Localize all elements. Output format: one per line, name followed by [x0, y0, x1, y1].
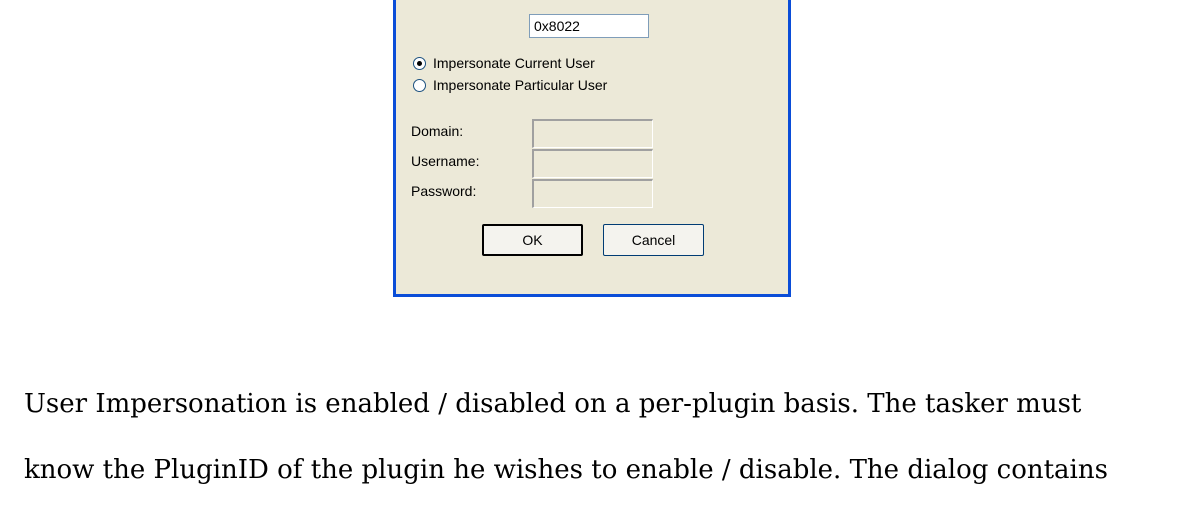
impersonation-dialog: Impersonate Current User Impersonate Par… [393, 0, 791, 297]
domain-label: Domain: [411, 123, 464, 139]
password-field[interactable] [532, 179, 653, 208]
radio-label-particular-user: Impersonate Particular User [433, 77, 608, 93]
description-paragraph: User Impersonation is enabled / disabled… [24, 355, 1184, 520]
radio-current-user[interactable] [413, 56, 426, 70]
ok-button[interactable]: OK [482, 224, 583, 256]
cancel-button[interactable]: Cancel [603, 224, 704, 256]
plugin-id-input[interactable] [529, 14, 649, 38]
impersonate-particular-user-option[interactable]: Impersonate Particular User [413, 76, 607, 94]
radio-label-current-user: Impersonate Current User [433, 55, 595, 71]
domain-field[interactable] [532, 119, 653, 148]
username-field[interactable] [532, 149, 653, 178]
password-label: Password: [411, 183, 477, 199]
paragraph-line: User Impersonation is enabled / disabled… [24, 389, 1082, 419]
impersonate-current-user-option[interactable]: Impersonate Current User [413, 54, 595, 72]
username-label: Username: [411, 153, 480, 169]
radio-particular-user[interactable] [413, 78, 426, 92]
paragraph-line: know the PluginID of the plugin he wishe… [24, 455, 1108, 485]
